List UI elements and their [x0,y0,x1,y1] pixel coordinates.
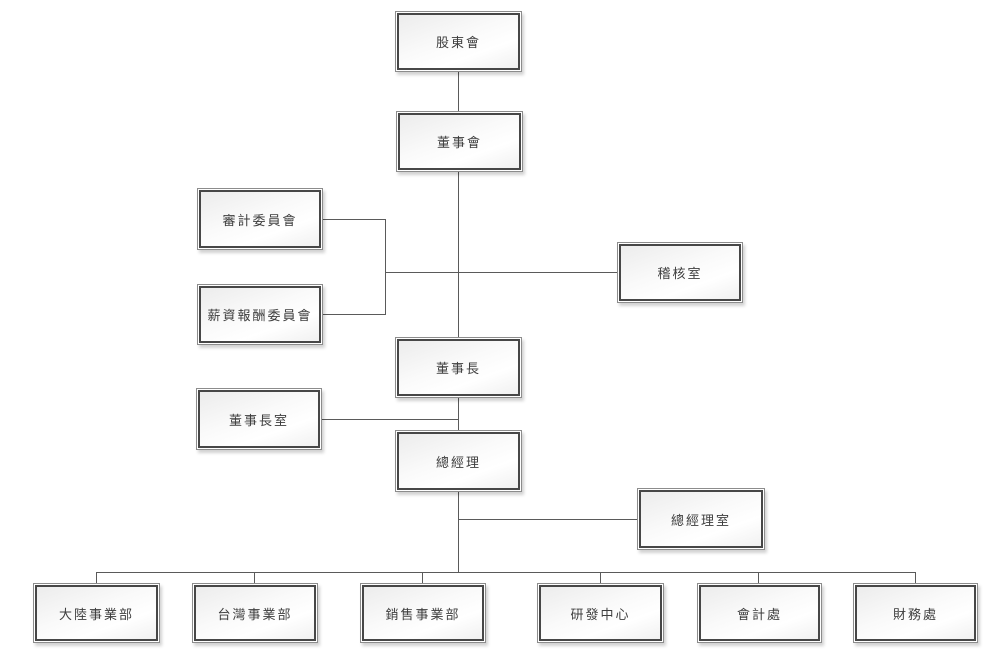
node-accounting-department: 會計處 [697,583,822,643]
node-audit-committee: 審計委員會 [197,188,323,250]
node-audit-committee-label: 審計委員會 [222,213,298,229]
node-board-of-directors-label: 董事會 [436,136,482,151]
node-finance-department: 財務處 [853,583,978,643]
node-general-manager: 總經理 [395,430,522,492]
connector-committees-bracket [385,219,386,315]
connector-shareholders-board [458,72,459,111]
node-general-manager-office-label: 總經理室 [670,513,731,529]
connector-audit-committee-stub [323,219,386,220]
node-mainland-business-division-label: 大陸事業部 [58,607,134,623]
connector-chairman-office [322,419,459,420]
node-chairman: 董事長 [395,337,522,398]
node-mainland-business-division: 大陸事業部 [33,583,160,643]
node-chairman-office: 董事長室 [196,388,322,450]
connector-chairman-gm [458,398,459,431]
node-board-of-directors: 董事會 [396,111,523,172]
connector-drop-finance [915,572,916,583]
node-audit-office: 稽核室 [617,242,743,303]
connector-drop-mainland [96,572,97,583]
connector-gm-office [458,519,638,520]
node-shareholders-meeting-label: 股東會 [435,36,481,51]
connector-gm-divisions [458,492,459,573]
node-taiwan-business-division: 台灣事業部 [192,583,318,643]
node-shareholders-meeting: 股東會 [395,11,522,72]
connector-compensation-stub [323,314,386,315]
node-general-manager-label: 總經理 [435,455,481,471]
node-accounting-department-label: 會計處 [736,607,782,623]
node-audit-office-label: 稽核室 [657,267,703,282]
connector-drop-rd [600,572,601,583]
node-sales-business-division-label: 銷售事業部 [385,607,461,623]
node-rd-center: 研發中心 [537,583,664,643]
node-rd-center-label: 研發中心 [570,607,631,623]
connector-divisions-bar [96,572,916,573]
node-chairman-label: 董事長 [435,362,481,377]
connector-drop-taiwan [254,572,255,583]
connector-drop-sales [422,572,423,583]
connector-audit-office [385,272,617,273]
node-compensation-committee-label: 薪資報酬委員會 [207,309,313,324]
node-compensation-committee: 薪資報酬委員會 [197,284,323,345]
connector-drop-accounting [758,572,759,583]
node-chairman-office-label: 董事長室 [228,413,289,429]
node-sales-business-division: 銷售事業部 [360,583,486,643]
connector-board-chairman [458,172,459,338]
node-finance-department-label: 財務處 [892,607,938,623]
node-taiwan-business-division-label: 台灣事業部 [217,607,293,623]
node-general-manager-office: 總經理室 [637,488,765,550]
